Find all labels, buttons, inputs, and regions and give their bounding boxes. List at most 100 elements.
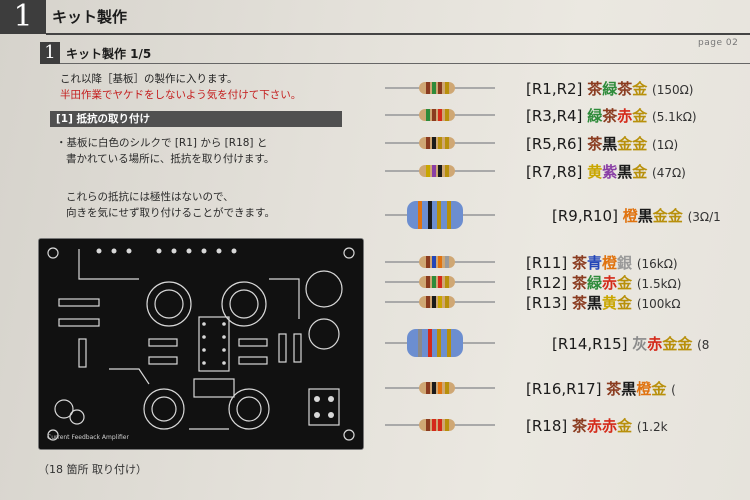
color-band bbox=[445, 82, 449, 94]
resistor-body bbox=[407, 201, 463, 229]
resistor-body bbox=[419, 109, 455, 121]
resistor-value: (1.5kΩ) bbox=[636, 277, 682, 291]
resistor-photo bbox=[385, 256, 495, 268]
resistor-value: (3Ω/1 bbox=[687, 210, 721, 224]
color-band bbox=[432, 82, 436, 94]
figure-caption: （18 箇所 取り付け） bbox=[38, 463, 147, 476]
band-color-text: 金 bbox=[677, 335, 693, 353]
resistor-photo bbox=[385, 329, 495, 357]
chapter-title: キット製作 bbox=[52, 8, 128, 26]
color-band bbox=[437, 201, 441, 229]
band-color-text: 金 bbox=[651, 380, 667, 398]
color-band bbox=[432, 276, 436, 288]
resistor-ref: [R16,R17] bbox=[526, 380, 602, 398]
resistor-label: [R11] 茶青橙銀 (16kΩ) bbox=[526, 252, 678, 273]
color-band bbox=[432, 419, 436, 431]
pcb-silk-label: Current Feedback Amplifier bbox=[47, 434, 129, 441]
resistor-body bbox=[419, 419, 455, 431]
band-color-text: 橙 bbox=[622, 207, 638, 225]
resistor-body bbox=[419, 296, 455, 308]
color-band bbox=[426, 82, 430, 94]
step-desc-line1: ・基板に白色のシルクで [R1] から [R18] と bbox=[56, 137, 268, 149]
resistor-body bbox=[419, 256, 455, 268]
color-band bbox=[432, 382, 436, 394]
color-band bbox=[438, 256, 442, 268]
band-color-text: 金 bbox=[617, 274, 633, 292]
color-band bbox=[445, 382, 449, 394]
color-band bbox=[438, 419, 442, 431]
resistor-body bbox=[419, 137, 455, 149]
band-color-text: 橙 bbox=[602, 254, 618, 272]
color-band bbox=[432, 109, 436, 121]
pcb-illustration: Current Feedback Amplifier bbox=[39, 239, 363, 449]
resistor-photo bbox=[385, 296, 495, 308]
resistor-label: [R5,R6] 茶黒金金 (1Ω) bbox=[526, 133, 678, 154]
band-color-text: 金 bbox=[617, 135, 633, 153]
band-color-text: 紫 bbox=[602, 163, 618, 181]
resistor-photo bbox=[385, 201, 495, 229]
resistor-value: (100kΩ bbox=[636, 297, 681, 311]
resistor-value: (47Ω) bbox=[652, 166, 686, 180]
intro-warning: 半田作業でヤケドをしないよう気を付けて下さい。 bbox=[60, 89, 302, 101]
resistor-value: (1Ω) bbox=[652, 138, 679, 152]
resistor-value: (1.2k bbox=[636, 420, 668, 434]
color-band bbox=[426, 165, 430, 177]
color-band bbox=[432, 137, 436, 149]
color-band bbox=[438, 296, 442, 308]
band-color-text: 茶 bbox=[602, 107, 618, 125]
color-band bbox=[428, 201, 432, 229]
color-band bbox=[438, 109, 442, 121]
color-band bbox=[445, 276, 449, 288]
resistor-ref: [R14,R15] bbox=[552, 335, 628, 353]
resistor-body bbox=[419, 82, 455, 94]
section-number: 1 bbox=[40, 42, 60, 64]
resistor-value: ( bbox=[671, 383, 676, 397]
band-color-text: 灰 bbox=[632, 335, 648, 353]
step-desc-line2: 書かれている場所に、抵抗を取り付けます。 bbox=[66, 153, 275, 165]
band-color-text: 茶 bbox=[587, 135, 603, 153]
chapter-divider bbox=[46, 33, 750, 35]
step-title: [1] 抵抗の取り付け bbox=[50, 111, 342, 127]
color-band bbox=[426, 256, 430, 268]
resistor-value: (8 bbox=[697, 338, 710, 352]
band-color-text: 銀 bbox=[617, 254, 633, 272]
band-color-text: 茶 bbox=[572, 417, 588, 435]
band-color-text: 茶 bbox=[617, 80, 633, 98]
band-color-text: 茶 bbox=[572, 254, 588, 272]
resistor-photo bbox=[385, 165, 495, 177]
band-color-text: 赤 bbox=[647, 335, 663, 353]
color-band bbox=[445, 296, 449, 308]
band-color-text: 赤 bbox=[602, 417, 618, 435]
step-note-line2: 向きを気にせず取り付けることができます。 bbox=[66, 207, 275, 219]
color-band bbox=[426, 276, 430, 288]
color-band bbox=[438, 137, 442, 149]
resistor-photo bbox=[385, 137, 495, 149]
color-band bbox=[426, 296, 430, 308]
color-band bbox=[432, 256, 436, 268]
resistor-label: [R1,R2] 茶緑茶金 (150Ω) bbox=[526, 78, 693, 99]
band-color-text: 黒 bbox=[621, 380, 637, 398]
color-band bbox=[426, 137, 430, 149]
band-color-text: 金 bbox=[632, 107, 648, 125]
color-band bbox=[445, 419, 449, 431]
resistor-label: [R7,R8] 黄紫黒金 (47Ω) bbox=[526, 161, 686, 182]
band-color-text: 黒 bbox=[602, 135, 618, 153]
resistor-body bbox=[419, 165, 455, 177]
band-color-text: 黄 bbox=[602, 294, 618, 312]
resistor-ref: [R7,R8] bbox=[526, 163, 583, 181]
color-band bbox=[418, 329, 422, 357]
resistor-label: [R12] 茶緑赤金 (1.5kΩ) bbox=[526, 272, 681, 293]
color-band bbox=[445, 256, 449, 268]
section-title: キット製作 1/5 bbox=[66, 47, 152, 61]
color-band bbox=[438, 165, 442, 177]
band-color-text: 青 bbox=[587, 254, 603, 272]
color-band bbox=[432, 296, 436, 308]
color-band bbox=[445, 109, 449, 121]
color-band bbox=[418, 201, 422, 229]
band-color-text: 橙 bbox=[636, 380, 652, 398]
resistor-ref: [R18] bbox=[526, 417, 568, 435]
band-color-text: 金 bbox=[632, 135, 648, 153]
band-color-text: 黒 bbox=[587, 294, 603, 312]
band-color-text: 黄 bbox=[587, 163, 603, 181]
resistor-ref: [R1,R2] bbox=[526, 80, 583, 98]
